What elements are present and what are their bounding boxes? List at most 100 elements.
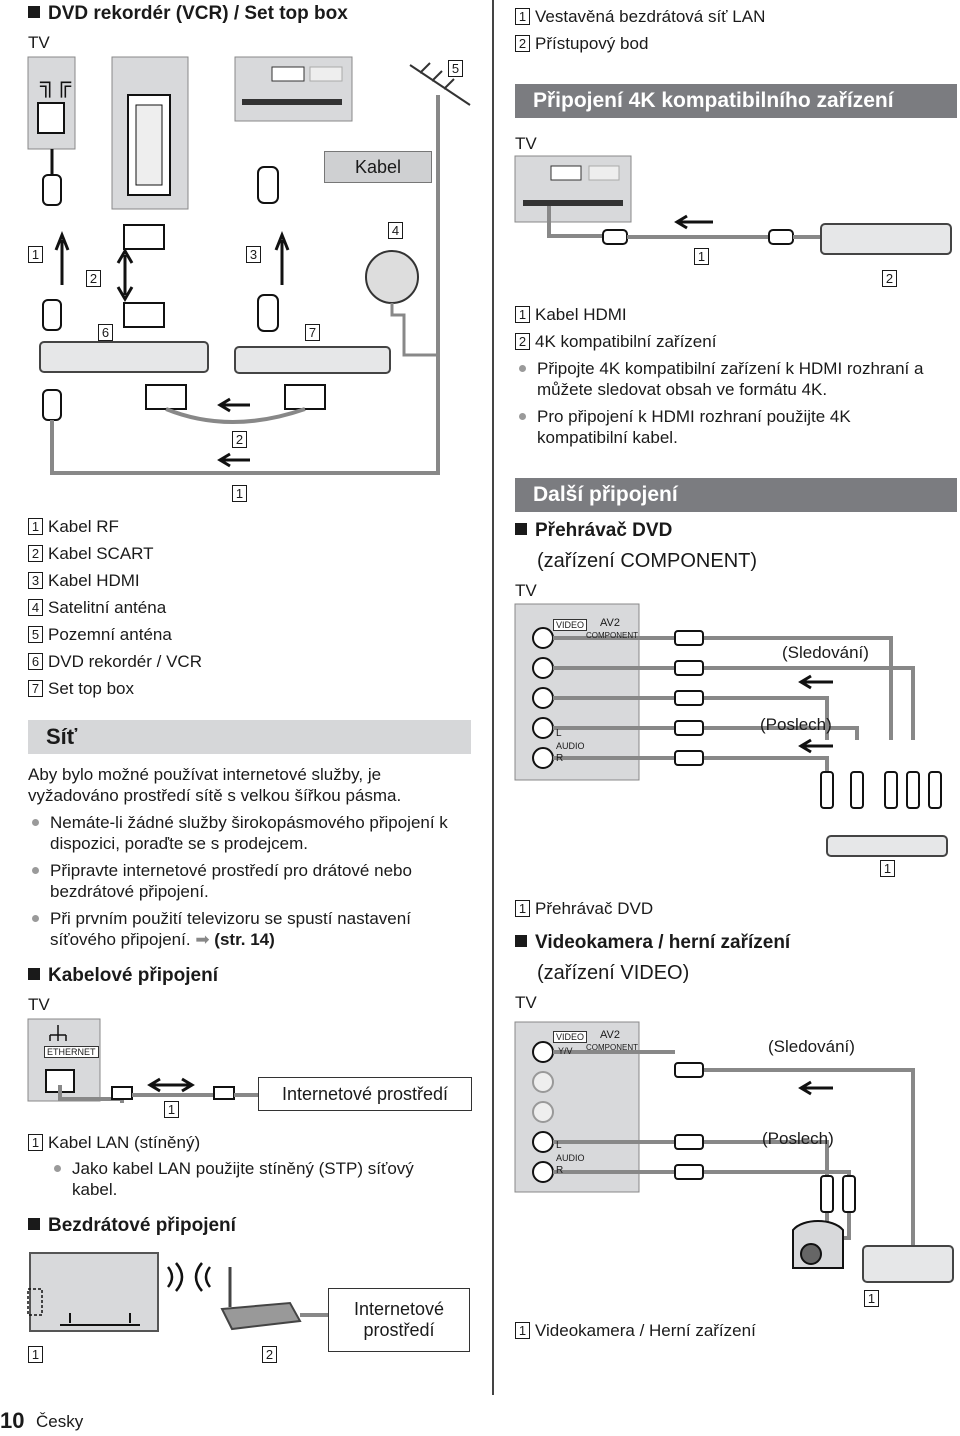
terrestrial-antenna-icon bbox=[409, 62, 471, 106]
legend-text: Satelitní anténa bbox=[48, 598, 167, 617]
num-1-label: 1 bbox=[164, 1101, 179, 1118]
legend-num: 1 bbox=[28, 518, 43, 535]
sit-bullets: Nemáte-li žádné služby širokopásmového p… bbox=[28, 812, 468, 950]
arrow-right-icon: ➡ bbox=[195, 930, 210, 949]
bullet-item: Jako kabel LAN použijte stíněný (STP) sí… bbox=[50, 1158, 450, 1200]
page-reference-link[interactable]: (str. 14) bbox=[214, 930, 275, 949]
dalsi-banner: Další připojení bbox=[515, 478, 957, 512]
square-bullet-icon bbox=[28, 1218, 40, 1230]
antenna-socket-icon: ╗╔ bbox=[39, 71, 72, 98]
legend-text: Přístupový bod bbox=[535, 34, 649, 53]
component-label: COMPONENT bbox=[586, 631, 638, 640]
arrow-updown-icon bbox=[116, 248, 134, 302]
square-bullet-icon bbox=[28, 968, 40, 980]
heading-text: Bezdrátové připojení bbox=[48, 1215, 236, 1236]
legend-num: 2 bbox=[28, 545, 43, 562]
arrow-left-icon bbox=[798, 738, 833, 754]
yv-label: Y/V bbox=[558, 1046, 573, 1056]
videocamera-heading: Videokamera / herní zařízení bbox=[515, 932, 790, 954]
sit-intro: Aby bylo možné používat internetové služ… bbox=[28, 765, 402, 805]
square-bullet-icon bbox=[515, 523, 527, 535]
tv-label: TV bbox=[515, 581, 537, 600]
legend-num: 2 bbox=[515, 35, 530, 52]
arrow-left-icon bbox=[674, 214, 713, 230]
video-label: VIDEO bbox=[553, 619, 588, 631]
num-3-label: 3 bbox=[246, 246, 261, 263]
square-bullet-icon bbox=[515, 935, 527, 947]
tv-label: TV bbox=[28, 995, 50, 1014]
sit-banner: Síť bbox=[28, 720, 471, 754]
legend-text: Kabel LAN (stíněný) bbox=[48, 1133, 201, 1152]
legend-num: 6 bbox=[28, 653, 43, 670]
heading-text: DVD rekordér (VCR) / Set top box bbox=[48, 3, 348, 24]
set-top-box-device bbox=[234, 346, 391, 374]
sledovani-label: (Sledování) bbox=[782, 643, 869, 662]
4k-device bbox=[820, 223, 952, 255]
legend-text: Kabel SCART bbox=[48, 544, 154, 563]
num-1-label: 1 bbox=[880, 860, 895, 877]
num-6-label: 6 bbox=[98, 324, 113, 341]
legend-item: 4 Satelitní anténa bbox=[28, 597, 202, 618]
poslech-label: (Poslech) bbox=[762, 1129, 834, 1148]
arrow-left-icon bbox=[217, 452, 250, 468]
component-diagram bbox=[514, 603, 948, 857]
num-2-label: 2 bbox=[882, 270, 897, 287]
video-label: VIDEO bbox=[553, 1031, 588, 1043]
tv-device bbox=[29, 1252, 159, 1332]
bullet-item: Připravte internetové prostředí pro drát… bbox=[28, 860, 468, 902]
legend-num: 1 bbox=[515, 8, 530, 25]
wireless-diagram bbox=[27, 1252, 328, 1332]
arrow-up-icon bbox=[54, 230, 70, 285]
audio-label: AUDIO bbox=[556, 741, 585, 751]
num-1-label: 1 bbox=[232, 485, 247, 502]
scart-plug bbox=[123, 224, 165, 250]
heading-text: Kabelové připojení bbox=[48, 965, 218, 986]
num-1-label: 1 bbox=[28, 1346, 43, 1363]
arrow-left-icon bbox=[217, 397, 250, 413]
legend-num: 7 bbox=[28, 680, 43, 697]
num-1-label: 1 bbox=[864, 1290, 879, 1307]
arrow-left-icon bbox=[798, 674, 833, 690]
banner-4k: Připojení 4K kompatibilního zařízení bbox=[515, 84, 957, 118]
legend-num: 4 bbox=[28, 599, 43, 616]
legend-text: Set top box bbox=[48, 679, 135, 698]
language-label: Česky bbox=[36, 1412, 84, 1431]
dvd-player-heading: Přehrávač DVD bbox=[515, 520, 672, 542]
legend-num: 1 bbox=[515, 306, 530, 323]
internet-env-box-2: Internetové prostředí bbox=[328, 1288, 470, 1352]
bullet-item: Připojte 4K kompatibilní zařízení k HDMI… bbox=[515, 358, 945, 400]
ethernet-label: ETHERNET bbox=[44, 1046, 99, 1058]
r-label: R bbox=[556, 1165, 564, 1176]
component-label: COMPONENT bbox=[586, 1043, 638, 1052]
tv-label: TV bbox=[515, 993, 537, 1012]
num-2-label: 2 bbox=[86, 270, 101, 287]
r-label: R bbox=[556, 753, 564, 764]
arrow-up-icon bbox=[274, 230, 290, 285]
heading-text: Přehrávač DVD bbox=[535, 520, 673, 541]
bezdratove-heading: Bezdrátové připojení bbox=[28, 1215, 236, 1237]
square-bullet-icon bbox=[28, 6, 40, 18]
legend-item: 2 Přístupový bod bbox=[515, 33, 765, 54]
legend-num: 1 bbox=[515, 1322, 530, 1339]
video-item: 1 Videokamera / Herní zařízení bbox=[515, 1320, 756, 1341]
legend-text: Videokamera / Herní zařízení bbox=[535, 1321, 756, 1340]
num-5-label: 5 bbox=[448, 60, 463, 77]
legend-item: 7 Set top box bbox=[28, 678, 202, 699]
dvd-connection-diagram: ╗╔ bbox=[27, 56, 471, 475]
legend-item: 2 Kabel SCART bbox=[28, 543, 202, 564]
num-1-label: 1 bbox=[694, 248, 709, 265]
num-2-label: 2 bbox=[232, 431, 247, 448]
av2-label: AV2 bbox=[600, 617, 620, 629]
dvd-sub: (zařízení COMPONENT) bbox=[537, 550, 758, 572]
wifi-signal-icon bbox=[166, 1262, 212, 1292]
internet-env-box: Internetové prostředí bbox=[258, 1077, 472, 1111]
